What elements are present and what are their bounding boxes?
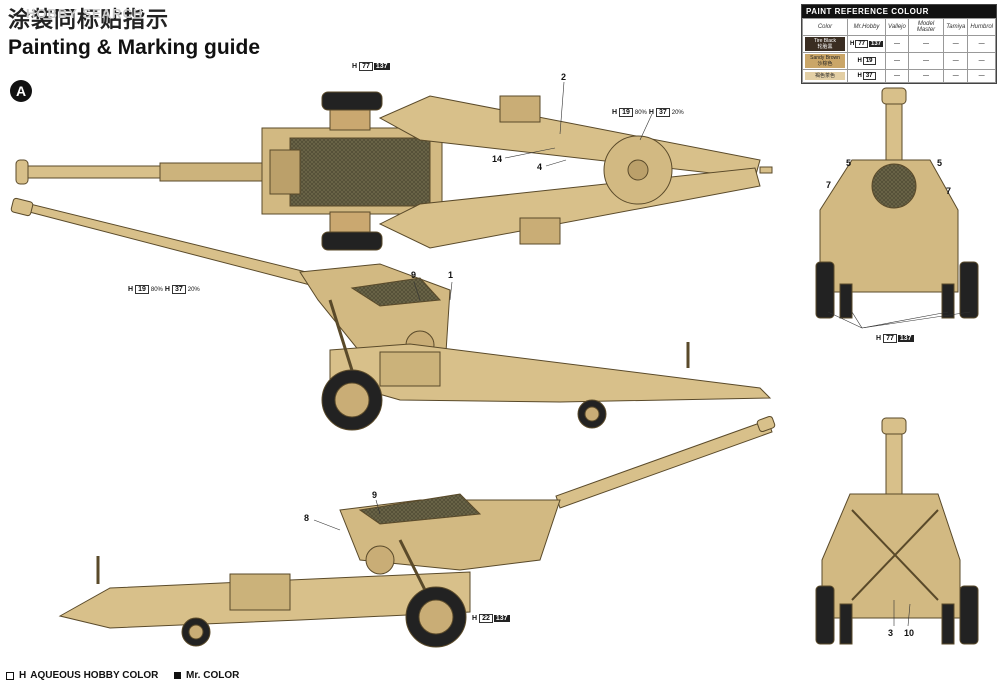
part-number: 5 bbox=[846, 158, 852, 168]
paint-table-header: Color Mr.Hobby Vallejo Model Master Tami… bbox=[802, 18, 996, 36]
part-number: 10 bbox=[904, 628, 915, 638]
part-number: 9 bbox=[372, 490, 378, 500]
watermark: HOBBY SEARCH bbox=[26, 6, 144, 21]
part-number: 4 bbox=[537, 162, 543, 172]
col-mr-hobby: Mr.Hobby bbox=[846, 18, 887, 36]
leader-lines bbox=[313, 81, 971, 627]
part-number: 1 bbox=[448, 270, 454, 280]
col-model-master: Model Master bbox=[907, 18, 945, 36]
col-tamiya: Tamiya bbox=[943, 18, 969, 36]
part-number: 7 bbox=[946, 186, 952, 196]
title-english: Painting & Marking guide bbox=[8, 36, 261, 59]
part-number: 2 bbox=[561, 72, 567, 82]
col-humbrol: Humbrol bbox=[967, 18, 996, 36]
front-view bbox=[815, 87, 979, 319]
legend-hobby-color: H AQUEOUS HOBBY COLOR bbox=[6, 670, 158, 681]
paint-reference-table: PAINT REFERENCE COLOUR Color Mr.Hobby Va… bbox=[801, 4, 997, 84]
title-chinese: 涂装同标贴指示 bbox=[8, 8, 170, 33]
version-badge: A bbox=[10, 80, 32, 102]
paint-table-grid: Color Mr.Hobby Vallejo Model Master Tami… bbox=[802, 18, 996, 83]
side-view-upper bbox=[10, 197, 772, 431]
part-number: 14 bbox=[492, 154, 503, 164]
part-number: 9 bbox=[411, 270, 417, 280]
col-vallejo: Vallejo bbox=[885, 18, 909, 36]
part-number: 3 bbox=[888, 628, 894, 638]
col-color: Color bbox=[802, 18, 848, 36]
side-view-lower bbox=[58, 415, 776, 648]
part-number: 8 bbox=[304, 513, 310, 523]
legend-mr-color: Mr. COLOR bbox=[174, 670, 239, 681]
rear-view bbox=[815, 417, 979, 645]
part-number: 7 bbox=[826, 180, 832, 190]
paint-table-title: PAINT REFERENCE COLOUR bbox=[802, 5, 996, 18]
part-number: 5 bbox=[937, 158, 943, 168]
color-swatch: 褐色茶色 bbox=[805, 72, 845, 80]
